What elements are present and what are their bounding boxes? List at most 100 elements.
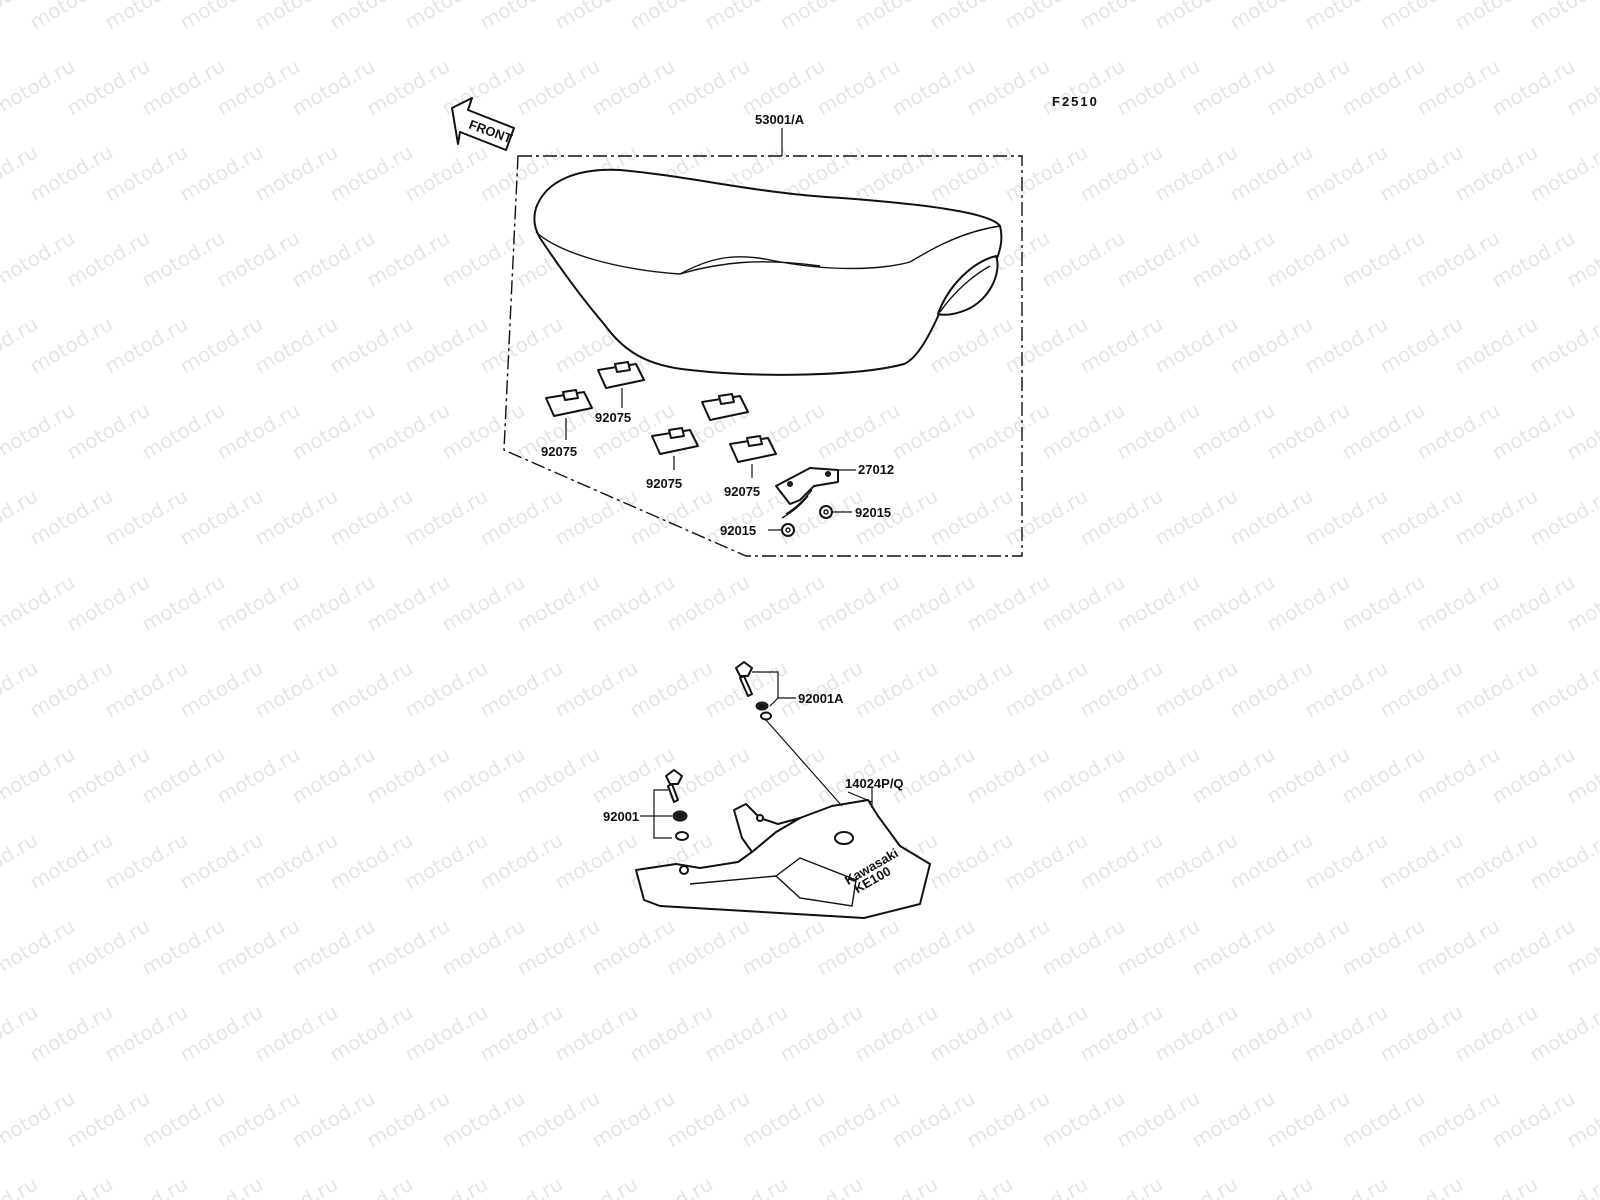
watermark-text: motod.ru: [1151, 656, 1242, 723]
watermark-text: motod.ru: [551, 1172, 642, 1200]
watermark-text: motod.ru: [1263, 1086, 1354, 1153]
watermark-text: motod.ru: [1451, 1172, 1542, 1200]
watermark-text: motod.ru: [176, 656, 267, 723]
watermark-text: motod.ru: [1301, 484, 1392, 551]
watermark-text: motod.ru: [251, 656, 342, 723]
watermark-text: motod.ru: [1001, 1000, 1092, 1067]
watermark-text: motod.ru: [1451, 140, 1542, 207]
watermark-text: motod.ru: [626, 1000, 717, 1067]
nut-2: [781, 523, 795, 537]
watermark-text: motod.ru: [326, 1172, 417, 1200]
watermark-text: motod.ru: [1226, 140, 1317, 207]
watermark-text: motod.ru: [1526, 828, 1600, 895]
watermark-text: motod.ru: [213, 226, 304, 293]
watermark-text: motod.ru: [1226, 828, 1317, 895]
watermark-text: motod.ru: [1263, 742, 1354, 809]
watermark-text: motod.ru: [1526, 0, 1600, 34]
watermark-text: motod.ru: [888, 54, 979, 121]
watermark-text: motod.ru: [851, 140, 942, 207]
watermark-text: motod.ru: [138, 914, 229, 981]
watermark-text: motod.ru: [1113, 398, 1204, 465]
watermark-text: motod.ru: [963, 54, 1054, 121]
watermark-text: motod.ru: [101, 656, 192, 723]
damper-2: [597, 361, 645, 389]
watermark-text: motod.ru: [813, 1086, 904, 1153]
watermark-text: motod.ru: [1151, 1172, 1242, 1200]
watermark-text: motod.ru: [101, 1000, 192, 1067]
watermark-text: motod.ru: [888, 914, 979, 981]
watermark-text: motod.ru: [963, 398, 1054, 465]
watermark-text: motod.ru: [1301, 1172, 1392, 1200]
watermark-text: motod.ru: [738, 1086, 829, 1153]
watermark-text: motod.ru: [476, 484, 567, 551]
watermark-text: motod.ru: [963, 742, 1054, 809]
watermark-text: motod.ru: [363, 914, 454, 981]
watermark-text: motod.ru: [401, 828, 492, 895]
watermark-text: motod.ru: [1488, 398, 1579, 465]
watermark-text: motod.ru: [288, 742, 379, 809]
damper-5: [729, 435, 777, 463]
watermark-text: motod.ru: [138, 742, 229, 809]
watermark-text: motod.ru: [626, 656, 717, 723]
watermark-text: motod.ru: [1263, 914, 1354, 981]
watermark-text: motod.ru: [401, 312, 492, 379]
watermark-text: motod.ru: [588, 1086, 679, 1153]
watermark-text: motod.ru: [63, 570, 154, 637]
watermark-text: motod.ru: [26, 828, 117, 895]
watermark-text: motod.ru: [1413, 54, 1504, 121]
watermark-text: motod.ru: [1526, 484, 1600, 551]
watermark-text: motod.ru: [1076, 656, 1167, 723]
watermark-text: motod.ru: [1188, 54, 1279, 121]
watermark-text: motod.ru: [1188, 398, 1279, 465]
watermark-text: motod.ru: [1376, 656, 1467, 723]
watermark-text: motod.ru: [738, 914, 829, 981]
watermark-text: motod.ru: [63, 398, 154, 465]
watermark-text: motod.ru: [776, 656, 867, 723]
watermark-text: motod.ru: [1038, 398, 1129, 465]
watermark-text: motod.ru: [1488, 54, 1579, 121]
watermark-text: motod.ru: [1488, 226, 1579, 293]
watermark-text: motod.ru: [63, 742, 154, 809]
watermark-text: motod.ru: [1226, 484, 1317, 551]
grab-rail: Kawasaki KE100: [635, 799, 931, 919]
watermark-text: motod.ru: [288, 398, 379, 465]
watermark-text: motod.ru: [1076, 1000, 1167, 1067]
watermark-text: motod.ru: [363, 226, 454, 293]
watermark-text: motod.ru: [551, 828, 642, 895]
watermark-text: motod.ru: [1338, 914, 1429, 981]
watermark-text: motod.ru: [1076, 140, 1167, 207]
watermark-text: motod.ru: [776, 1000, 867, 1067]
watermark-text: motod.ru: [1038, 54, 1129, 121]
watermark-text: motod.ru: [963, 570, 1054, 637]
watermark-text: motod.ru: [1451, 312, 1542, 379]
watermark-text: motod.ru: [1301, 828, 1392, 895]
watermark-text: motod.ru: [138, 226, 229, 293]
watermark-text: motod.ru: [1451, 484, 1542, 551]
watermark-text: motod.ru: [1113, 1086, 1204, 1153]
watermark-text: motod.ru: [0, 54, 79, 121]
watermark-text: motod.ru: [776, 1172, 867, 1200]
watermark-text: motod.ru: [1526, 656, 1600, 723]
watermark-text: motod.ru: [101, 828, 192, 895]
watermark-text: motod.ru: [363, 398, 454, 465]
watermark-text: motod.ru: [1151, 140, 1242, 207]
label-bolt-b: 92001: [603, 809, 639, 824]
watermark-text: motod.ru: [513, 914, 604, 981]
watermark-text: motod.ru: [476, 828, 567, 895]
watermark-text: motod.ru: [851, 656, 942, 723]
label-bolt-a: 92001A: [798, 691, 844, 706]
watermark-text: motod.ru: [176, 312, 267, 379]
watermark-text: motod.ru: [1076, 312, 1167, 379]
watermark-text: motod.ru: [1413, 1086, 1504, 1153]
watermark-text: motod.ru: [626, 1172, 717, 1200]
watermark-text: motod.ru: [0, 1086, 79, 1153]
damper-1: [545, 389, 593, 417]
watermark-text: motod.ru: [251, 1000, 342, 1067]
bolt-set-a: [735, 661, 843, 807]
watermark-text: motod.ru: [251, 312, 342, 379]
watermark-text: motod.ru: [438, 226, 529, 293]
watermark-text: motod.ru: [101, 312, 192, 379]
watermark-text: motod.ru: [1113, 54, 1204, 121]
watermark-text: motod.ru: [1188, 226, 1279, 293]
